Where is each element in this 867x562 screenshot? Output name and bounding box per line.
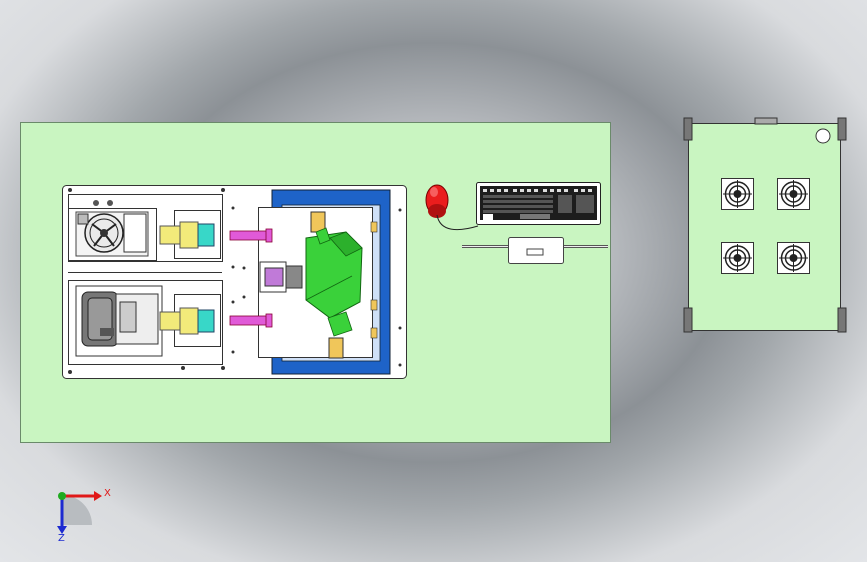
mouse-icon (425, 184, 479, 231)
fan-grille-icon (721, 242, 754, 274)
fan-grille-icon (777, 178, 810, 210)
motor-module-top (68, 194, 273, 262)
motor-module-bottom (68, 280, 273, 365)
axis-label-z: Z (58, 533, 65, 544)
monitor-base (462, 237, 608, 264)
fan-grille-icon (721, 178, 754, 210)
fan-grille-icon (777, 242, 810, 274)
cylinder-assembly (259, 211, 363, 359)
axis-label-x: X (104, 488, 111, 499)
axis-triad-icon (57, 491, 102, 534)
keyboard-icon (476, 182, 601, 225)
electrical-cabinet (683, 117, 847, 333)
